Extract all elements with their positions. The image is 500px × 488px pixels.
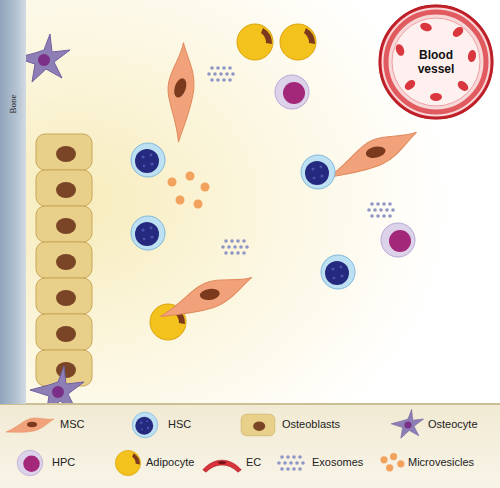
osteoblast-cell [36, 134, 92, 170]
legend-label: Exosomes [312, 456, 363, 469]
legend-rule [0, 403, 500, 405]
legend-icon [115, 450, 140, 475]
hsc-cell [301, 155, 335, 189]
legend-label: HPC [52, 456, 75, 469]
legend-icon [391, 409, 423, 438]
red-blood-cells [394, 21, 477, 101]
marrow-ground [0, 0, 500, 404]
region-label: Bone [8, 95, 18, 114]
msc-cell [152, 42, 209, 142]
microvesicle-group [168, 172, 210, 209]
adipocyte-cell [280, 24, 316, 60]
legend-label: Osteoblasts [282, 418, 340, 431]
hsc-cell [321, 255, 355, 289]
legend-label: Osteocyte [428, 418, 478, 431]
legend-icon [6, 418, 54, 432]
msc-cell [157, 275, 256, 317]
legend-icon [277, 455, 305, 471]
bone-band: Bone [0, 0, 26, 404]
vessel-label: Blood vessel [403, 48, 469, 76]
osteoblast-cell [36, 206, 92, 242]
legend-label: Microvesicles [408, 456, 474, 469]
legend-icon [203, 460, 241, 472]
legend-label: HSC [168, 418, 191, 431]
adipocyte-cell [237, 24, 273, 60]
exosome-cluster [207, 66, 235, 82]
msc-cell [322, 130, 422, 178]
legend-icon [241, 414, 275, 436]
osteoblast-cell [36, 170, 92, 206]
vessel-wall [380, 6, 492, 118]
osteoblast-cell [36, 278, 92, 314]
hpc-cell [275, 75, 309, 109]
vessel-endothelium [386, 12, 486, 112]
vessel-lumen [392, 18, 480, 106]
hsc-cell [131, 143, 165, 177]
vessel-outline [380, 6, 493, 119]
hsc-cell [131, 216, 165, 250]
exosome-cluster [221, 239, 249, 255]
legend-bar [0, 404, 500, 488]
osteoblast-cell [36, 242, 92, 278]
blood-vessel: Blood vessel [378, 4, 494, 120]
osteoblast-cell [36, 314, 92, 350]
legend-icon [380, 453, 404, 471]
legend-label: Adipocyte [146, 456, 194, 469]
legend-label: MSC [60, 418, 84, 431]
legend-icon [17, 450, 43, 476]
legend-icon [132, 412, 158, 438]
hpc-cell [381, 223, 415, 257]
legend-label: EC [246, 456, 261, 469]
exosome-cluster [367, 202, 395, 218]
